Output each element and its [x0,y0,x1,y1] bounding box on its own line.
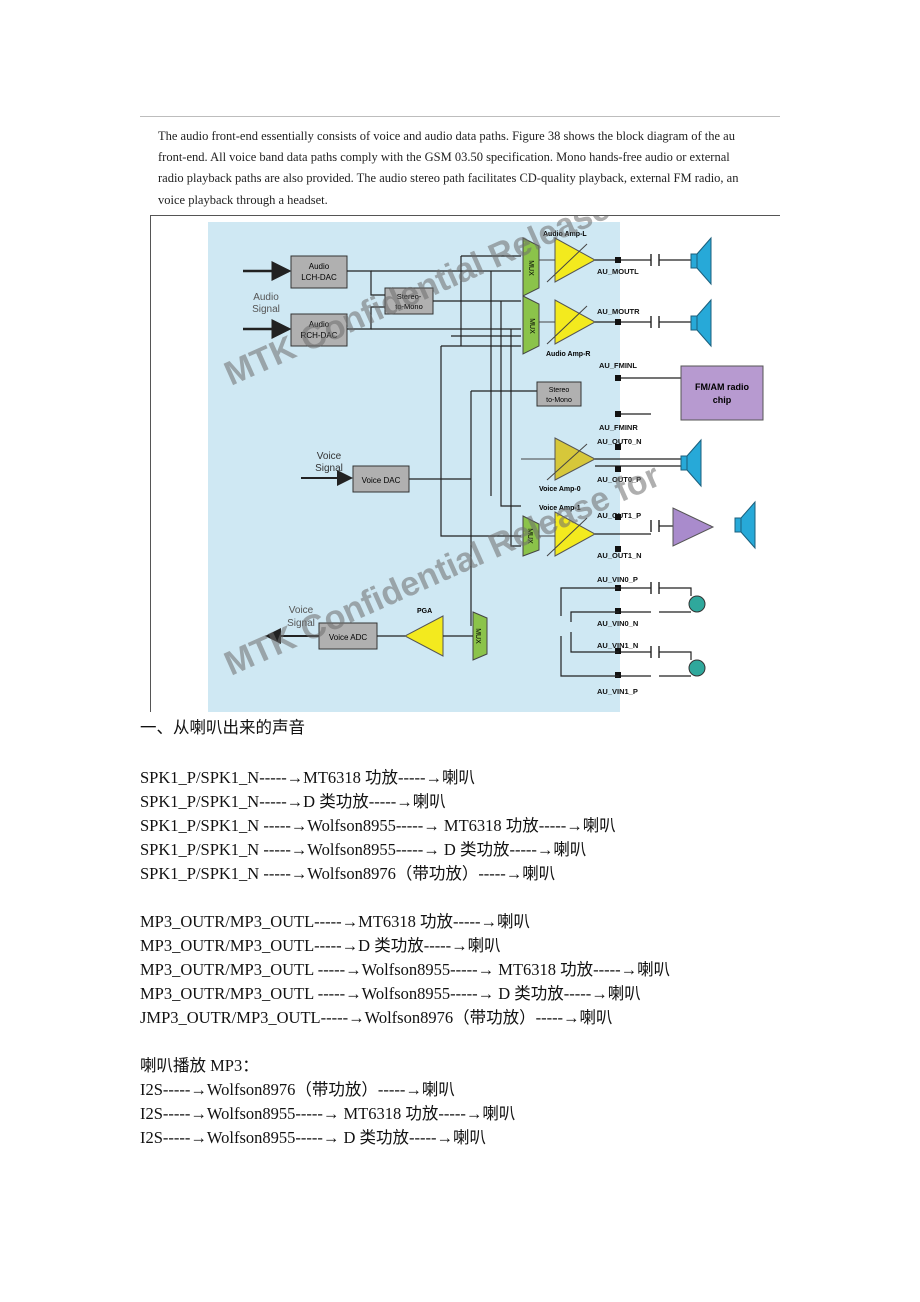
pin-label: AU_VIN1_N [597,641,638,650]
audio-signal-label: Audio [253,292,279,303]
svg-text:MUX: MUX [528,318,535,334]
signal-path-line: SPK1_P/SPK1_N -----→Wolfson8976（带功放）----… [140,864,556,883]
excerpt-top-rule [140,116,780,117]
svg-text:MUX: MUX [474,628,481,644]
pin-label: AU_MOUTL [597,267,639,276]
signal-path-line: MP3_OUTR/MP3_OUTL -----→Wolfson8955-----… [140,960,671,979]
svg-text:FM/AM radio: FM/AM radio [695,382,749,392]
mux-block [522,515,540,557]
svg-text:Stereo-: Stereo- [397,292,422,301]
mux-block [472,611,488,661]
svg-text:Voice DAC: Voice DAC [362,476,401,485]
signal-path-line: MP3_OUTR/MP3_OUTL-----→D 类功放-----→喇叭 [140,936,501,955]
lch-dac-block [290,255,348,289]
signal-path-line: I2S-----→Wolfson8955-----→ MT6318 功放----… [140,1104,516,1123]
mic-icon [688,659,706,677]
svg-text:LCH-DAC: LCH-DAC [301,273,337,282]
mux-block [522,295,540,355]
rch-dac-block [290,313,348,347]
intro-line: The audio front-end essentially consists… [158,129,735,143]
pin-label: AU_VIN1_P [597,687,638,696]
svg-text:Stereo: Stereo [549,387,570,394]
pin-label: AU_VIN0_N [597,619,638,628]
external-amp [672,507,715,547]
svg-text:Voice: Voice [289,605,314,616]
svg-text:to-Mono: to-Mono [546,397,572,404]
audio-signal-label: Signal [252,304,280,315]
svg-text:PGA: PGA [417,608,432,615]
pin-label: AU_OUT1_P [597,511,641,520]
fm-radio-chip [680,365,764,421]
signal-path-line: SPK1_P/SPK1_N-----→MT6318 功放-----→喇叭 [140,768,476,787]
subheading: 喇叭播放 MP3： [140,1056,259,1075]
intro-line: front-end. All voice band data paths com… [158,150,730,165]
signal-path-line: MP3_OUTR/MP3_OUTL-----→MT6318 功放-----→喇叭 [140,912,531,931]
signal-path-line: SPK1_P/SPK1_N -----→Wolfson8955-----→ D … [140,840,587,859]
signal-path-line: SPK1_P/SPK1_N-----→D 类功放-----→喇叭 [140,792,446,811]
svg-text:chip: chip [713,395,732,405]
pin-label: AU_MOUTR [597,307,640,316]
voice-dac-block [352,465,410,493]
intro-line: voice playback through a headset. [158,192,328,207]
svg-text:Voice Amp-1: Voice Amp-1 [539,505,581,512]
pin-label: AU_OUT1_N [597,551,642,560]
svg-text:Voice Amp-0: Voice Amp-0 [539,486,581,493]
svg-text:Voice ADC: Voice ADC [329,633,367,642]
audio-block-diagram: Audio Signal Audio LCH-DAC Audio RCH-DAC… [150,215,780,712]
svg-text:MUX: MUX [527,260,534,276]
signal-path-line: I2S-----→Wolfson8955-----→ D 类功放-----→喇叭 [140,1128,487,1147]
svg-text:MUX: MUX [526,528,533,544]
pin-label: AU_OUT0_N [597,437,642,446]
signal-path-line: SPK1_P/SPK1_N -----→Wolfson8955-----→ MT… [140,816,616,835]
section-heading: 一、从喇叭出来的声音 [140,718,305,737]
svg-text:Voice: Voice [317,451,342,462]
voice-adc-block [318,622,378,650]
svg-text:Signal: Signal [315,463,343,474]
svg-text:Audio: Audio [309,320,330,329]
stereo-to-mono-block [536,381,582,407]
pin-label: AU_FMINL [599,361,637,370]
voice-amp-1 [554,511,597,557]
mux-block [522,237,540,297]
datasheet-excerpt: The audio front-end essentially consists… [140,112,780,712]
signal-path-line: JMP3_OUTR/MP3_OUTL-----→Wolfson8976（带功放）… [140,1008,613,1027]
svg-text:RCH-DAC: RCH-DAC [301,331,338,340]
intro-line: radio playback paths are also provided. … [158,171,739,186]
intro-paragraph: The audio front-end essentially consists… [158,126,780,211]
svg-text:Audio Amp-R: Audio Amp-R [546,351,590,358]
signal-path-line: MP3_OUTR/MP3_OUTL -----→Wolfson8955-----… [140,984,641,1003]
svg-text:Audio: Audio [309,262,330,271]
mic-icon [688,595,706,613]
pin-label: AU_OUT0_P [597,475,641,484]
pin-label: AU_VIN0_P [597,575,638,584]
pin-label: AU_FMINR [599,423,638,432]
signal-path-line: I2S-----→Wolfson8976（带功放）-----→喇叭 [140,1080,455,1099]
svg-text:Signal: Signal [287,618,315,629]
svg-text:to-Mono: to-Mono [395,302,423,311]
svg-text:Audio Amp-L: Audio Amp-L [543,231,587,238]
speaker-icon [680,236,756,550]
